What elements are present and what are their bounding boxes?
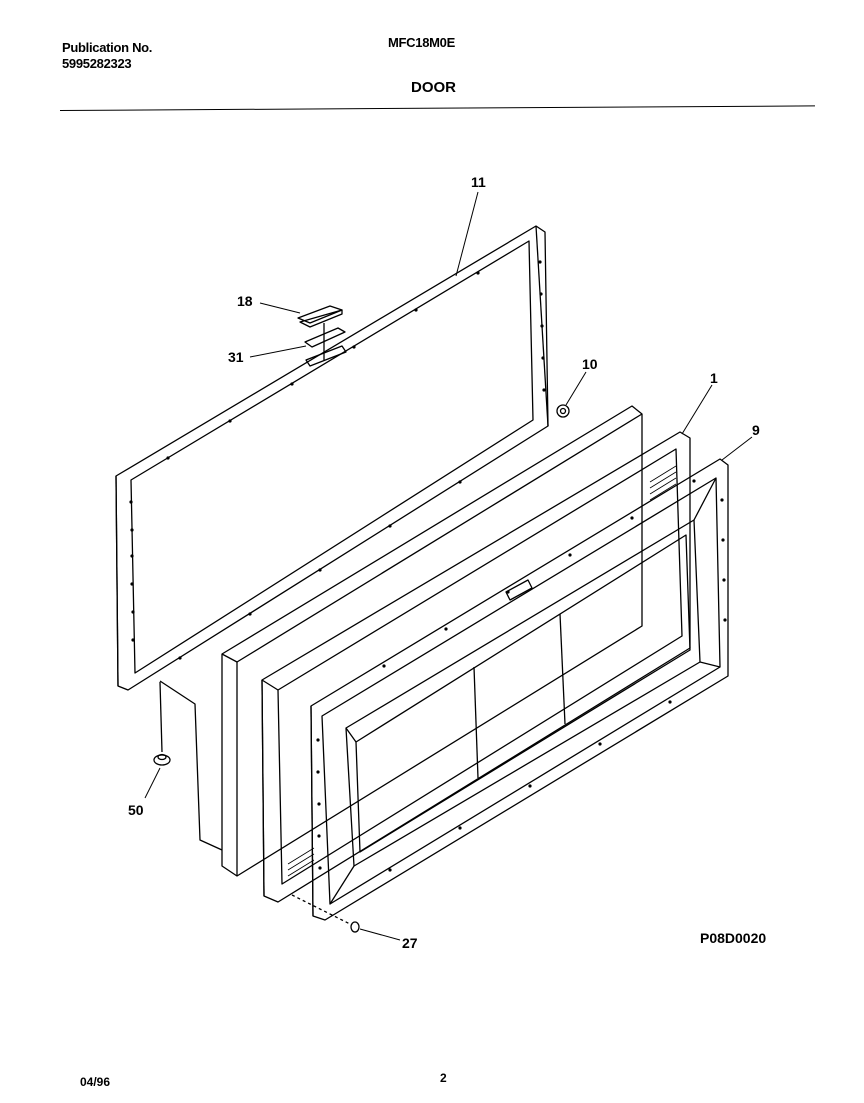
model-number: MFC18M0E — [388, 35, 455, 50]
handle-assembly — [297, 305, 347, 367]
callout-50: 50 — [128, 802, 144, 818]
page-number: 2 — [440, 1071, 447, 1085]
callout-10: 10 — [582, 356, 598, 372]
drawing-reference: P08D0020 — [700, 930, 767, 946]
publication-number: 5995282323 — [62, 56, 132, 71]
publication-label: Publication No. — [62, 40, 153, 55]
callout-18: 18 — [237, 293, 253, 309]
callout-31: 31 — [228, 349, 244, 365]
outer-door-panel — [310, 458, 729, 921]
leader-lines — [144, 191, 753, 941]
gasket-frame — [115, 225, 549, 691]
callout-11: 11 — [471, 174, 486, 190]
callout-9: 9 — [752, 422, 760, 438]
footer-date: 04/96 — [80, 1075, 111, 1089]
callout-27: 27 — [402, 935, 418, 951]
screw — [291, 894, 360, 933]
fastener-bottom — [153, 681, 171, 766]
callout-1: 1 — [710, 370, 718, 386]
fastener-top — [556, 404, 570, 418]
door-liner — [159, 405, 643, 877]
section-title: DOOR — [411, 79, 456, 96]
